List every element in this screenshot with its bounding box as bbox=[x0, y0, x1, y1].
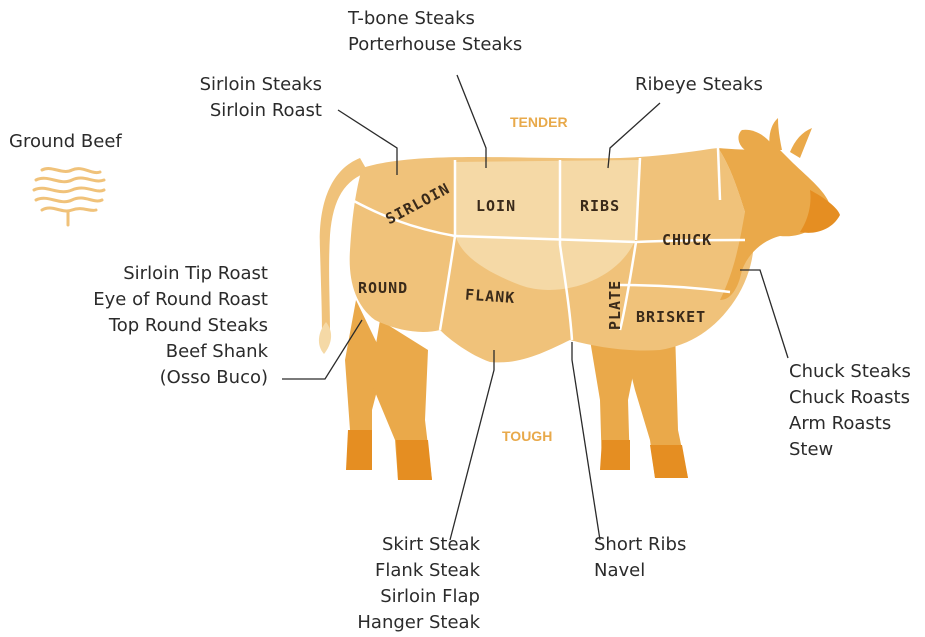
label-sirloin-products: Sirloin Steaks Sirloin Roast bbox=[200, 72, 322, 124]
label-line: Beef Shank bbox=[93, 339, 268, 365]
label-line: Navel bbox=[594, 558, 686, 584]
hind-hoof-front bbox=[396, 440, 432, 480]
cow-horn-right bbox=[790, 128, 812, 158]
ground-beef-icon bbox=[34, 169, 104, 225]
leader-chuck bbox=[740, 270, 788, 358]
label-line: Sirloin Steaks bbox=[200, 72, 322, 98]
front-hoof-front bbox=[650, 445, 688, 478]
label-line: Eye of Round Roast bbox=[93, 287, 268, 313]
label-loin-products: T-bone Steaks Porterhouse Steaks bbox=[348, 6, 522, 58]
cut-label-brisket: BRISKET bbox=[636, 308, 706, 326]
cut-label-ribs: RIBS bbox=[580, 197, 620, 215]
label-line: Arm Roasts bbox=[789, 411, 911, 437]
label-line: Skirt Steak bbox=[357, 532, 480, 558]
label-line: Chuck Steaks bbox=[789, 359, 911, 385]
label-chuck-products: Chuck Steaks Chuck Roasts Arm Roasts Ste… bbox=[789, 359, 911, 463]
label-line: Top Round Steaks bbox=[93, 313, 268, 339]
label-line: Stew bbox=[789, 437, 911, 463]
front-hoof-back bbox=[600, 440, 630, 470]
label-ribs-products: Ribeye Steaks bbox=[635, 72, 763, 98]
cut-label-loin: LOIN bbox=[476, 197, 516, 215]
hind-hoof-back bbox=[346, 430, 372, 470]
label-flank-products: Skirt Steak Flank Steak Sirloin Flap Han… bbox=[357, 532, 480, 636]
label-line: Ground Beef bbox=[9, 129, 122, 155]
leader-loin bbox=[457, 75, 486, 168]
label-line: Flank Steak bbox=[357, 558, 480, 584]
label-ground-beef: Ground Beef bbox=[9, 129, 122, 155]
label-round-products: Sirloin Tip Roast Eye of Round Roast Top… bbox=[93, 261, 268, 391]
tender-label: TENDER bbox=[510, 114, 568, 130]
leader-flank bbox=[450, 350, 494, 540]
label-line: Short Ribs bbox=[594, 532, 686, 558]
cut-label-chuck: CHUCK bbox=[662, 231, 712, 249]
cut-label-flank: FLANK bbox=[465, 286, 516, 307]
label-line: Sirloin Flap bbox=[357, 584, 480, 610]
cut-label-plate: PLATE bbox=[606, 280, 624, 330]
tough-label: TOUGH bbox=[502, 428, 552, 444]
label-plate-products: Short Ribs Navel bbox=[594, 532, 686, 584]
label-line: Sirloin Roast bbox=[200, 98, 322, 124]
label-line: T-bone Steaks bbox=[348, 6, 522, 32]
cut-label-round: ROUND bbox=[358, 279, 408, 297]
label-line: Ribeye Steaks bbox=[635, 72, 763, 98]
label-line: Sirloin Tip Roast bbox=[93, 261, 268, 287]
label-line: Porterhouse Steaks bbox=[348, 32, 522, 58]
label-line: Chuck Roasts bbox=[789, 385, 911, 411]
label-line: (Osso Buco) bbox=[93, 365, 268, 391]
label-line: Hanger Steak bbox=[357, 610, 480, 636]
